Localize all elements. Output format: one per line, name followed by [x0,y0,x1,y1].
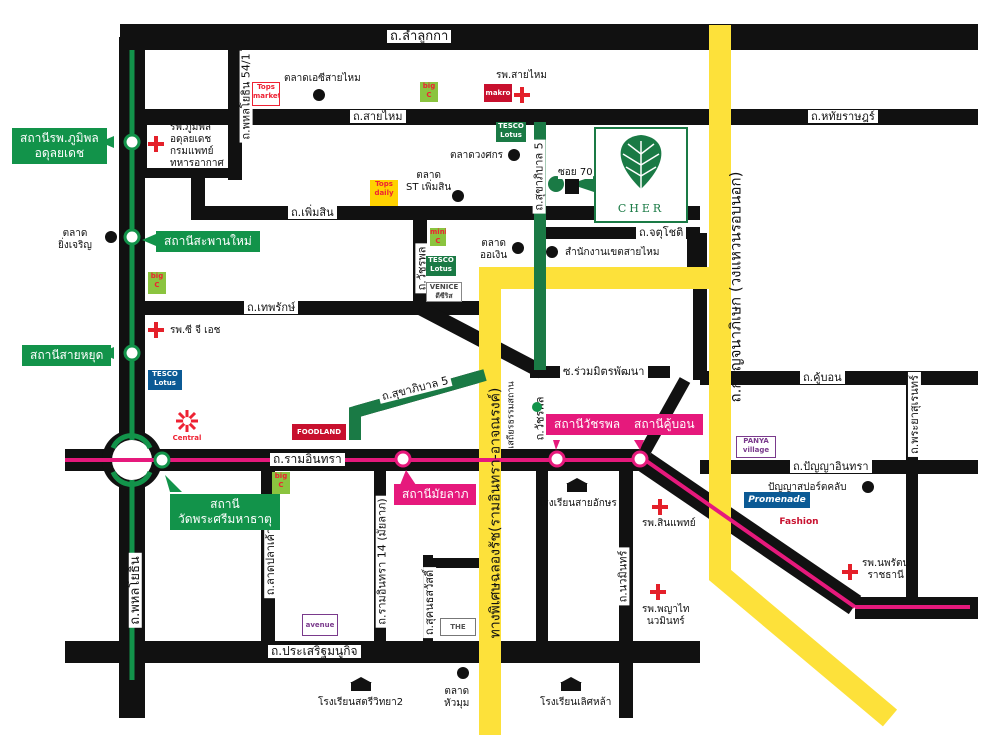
central-logo: Central [172,434,202,442]
road-label-khubon: ถ.คู้บอน [800,371,845,384]
poi-cgh-hospital: รพ.ซี จี เอช [170,325,221,336]
foodland-logo: FOODLAND [292,424,346,440]
location-dot [105,231,117,243]
school-icon [560,677,582,691]
tops-market-logo: Tops market [252,82,280,106]
makro-logo: makro [484,84,512,102]
road-label-hathairat: ถ.หทัยราษฎร์ [808,110,878,123]
road-label-panya: ถ.ปัญญาอินทรา [790,460,872,473]
station-saphanmai[interactable]: สถานีสะพานใหม่ [156,231,260,252]
station-bhumibol[interactable]: สถานีรพ.ภูมิพล อดุลยเดช [12,128,107,164]
road-label-phahon: ถ.พหลโยธิน [128,553,143,628]
poi-school-lertla: โรงเรียนเลิศหล้า [540,697,612,708]
tesco-lotus-logo: TESCO Lotus [148,370,182,390]
fashion-island-logo: Fashion Island [779,517,819,527]
poi-nopparat-hospital: รพ.นพรัตน ราชธานี [862,558,910,581]
location-dot [532,402,542,412]
poi-market-duangsakorn: ตลาดวงศกร [450,150,504,161]
poi-market-yingcharoen: ตลาด ยิ่งเจริญ [58,228,92,251]
road-label-phermsin: ถ.เพิ่มสิน [288,206,337,219]
tesco-lotus-logo: TESCO Lotus [496,122,526,142]
road-label-lamlukka: ถ.ลำลูกกา [387,30,452,43]
road-label-prasertsintra: ถ.พระยาสุเรนทร์ [907,372,921,457]
cher-wordmark: CHER [617,202,665,215]
station-saiyud[interactable]: สถานีสายหยุด [22,345,112,366]
poi-school-saiakson: โรงเรียนสายอักษร [538,498,617,509]
station-mailap[interactable]: สถานีมัยลาภ [394,484,477,505]
road-label-laplao: ถ.ลาดปลาเค้า [264,524,278,599]
poi-school-satri: โรงเรียนสตรีวิทยา2 [318,697,404,708]
hospital-icon [652,499,668,515]
road-label-phahon541: ถ.พหลโยธิน 54/1 [239,50,253,143]
location-dot [862,481,874,493]
poi-bhumibol-hospital: รพ.ภูมิพล อดุลยเดช กรมแพทย์ ทหารอากาศ [170,122,224,169]
road-label-expressway: ทางพิเศษฉลองรัช(รามอินทรา-อาจณรงค์) [487,387,504,639]
poi-market-saimai: ตลาดเอซีสายไหม [284,73,361,84]
hospital-icon [514,87,530,103]
bigc-logo: big C [272,472,290,494]
location-dot [546,246,558,258]
thewalk-logo: THE WALK [440,618,476,636]
school-icon [350,677,372,691]
road-label-ramintra: ถ.รามอินทรา [270,453,345,466]
location-dot [508,149,520,161]
poi-market-aoengern: ตลาด ออเงิน [480,238,508,261]
road-label-prasert: ถ.ประเสริฐมนูกิจ [268,645,361,658]
road-label-thepharak: ถ.เทพรักษ์ [244,301,299,314]
poi-market-huamum: ตลาด หัวมุม [444,686,470,709]
hospital-icon [842,564,858,580]
location-dot [512,242,524,254]
hospital-icon [148,322,164,338]
station-khubon[interactable]: สถานีคู้บอน [626,414,703,435]
location-dot [313,89,325,101]
mini-bigc-logo: mini C [430,228,446,246]
soi70-label: ซอย 70 [558,167,593,179]
road-label-sukhonsawat: ถ.สุคนธสวัสดิ์ [423,566,437,639]
poi-phyathai-hospital: รพ.พญาไท นวมินทร์ [642,604,690,627]
cher-logo: CHER [594,127,688,223]
poi-panya-sport: ปัญญาสปอร์ตคลับ [768,482,847,493]
hospital-icon [148,136,164,152]
tesco-lotus-logo: TESCO Lotus [426,256,456,276]
school-icon [566,478,588,492]
road-label-nawamin: ถ.นวมินทร์ [616,547,630,606]
central-star-icon [176,410,198,432]
bigc-logo: big C [420,82,438,102]
tops-daily-logo: Tops daily [370,180,398,206]
hospital-icon [650,584,666,600]
location-dot [457,667,469,679]
road-label-saimai: ถ.สายไหม [350,110,406,123]
promenade-logo: Promenade [744,492,810,508]
station-watphrasri[interactable]: สถานี วัดพระศรีมหาธาตุ [170,494,280,530]
road-label-ruammit: ซ.ร่วมมิตรพัฒนา [560,365,648,378]
location-dot [452,190,464,202]
road-label-sukhaphiban5-vert: ถ.สุขาภิบาล 5 [532,139,546,214]
bigc-logo: big C [148,272,166,294]
station-watcharaphon[interactable]: สถานีวัชรพล [546,414,629,435]
road-label-kanchanaphisek: ถ.กาญจนาภิเษก (วงแหวนรอบนอก) [726,171,745,403]
cher-leaf-icon [620,135,662,189]
venice-logo: VENICE ดีซีริส [426,282,462,302]
poi-district-office: สำนักงานเขตสายไหม [565,247,660,258]
panya-village-logo: PANYA village [736,436,776,458]
poi-sathira-dhammasathan: เสถียรธรรมสถาน [506,381,517,449]
poi-saimai-hospital: รพ.สายไหม [496,70,547,81]
poi-market-st: ตลาด ST เพิ่มสิน [406,170,452,193]
avenue-logo: avenue [302,614,338,636]
poi-sinphaet-hospital: รพ.สินแพทย์ [642,518,696,529]
road-label-ramintra14: ถ.รามอินทรา 14 (มัยลาภ) [375,495,389,628]
road-label-jutichot: ถ.จตุโชติ [636,226,687,239]
